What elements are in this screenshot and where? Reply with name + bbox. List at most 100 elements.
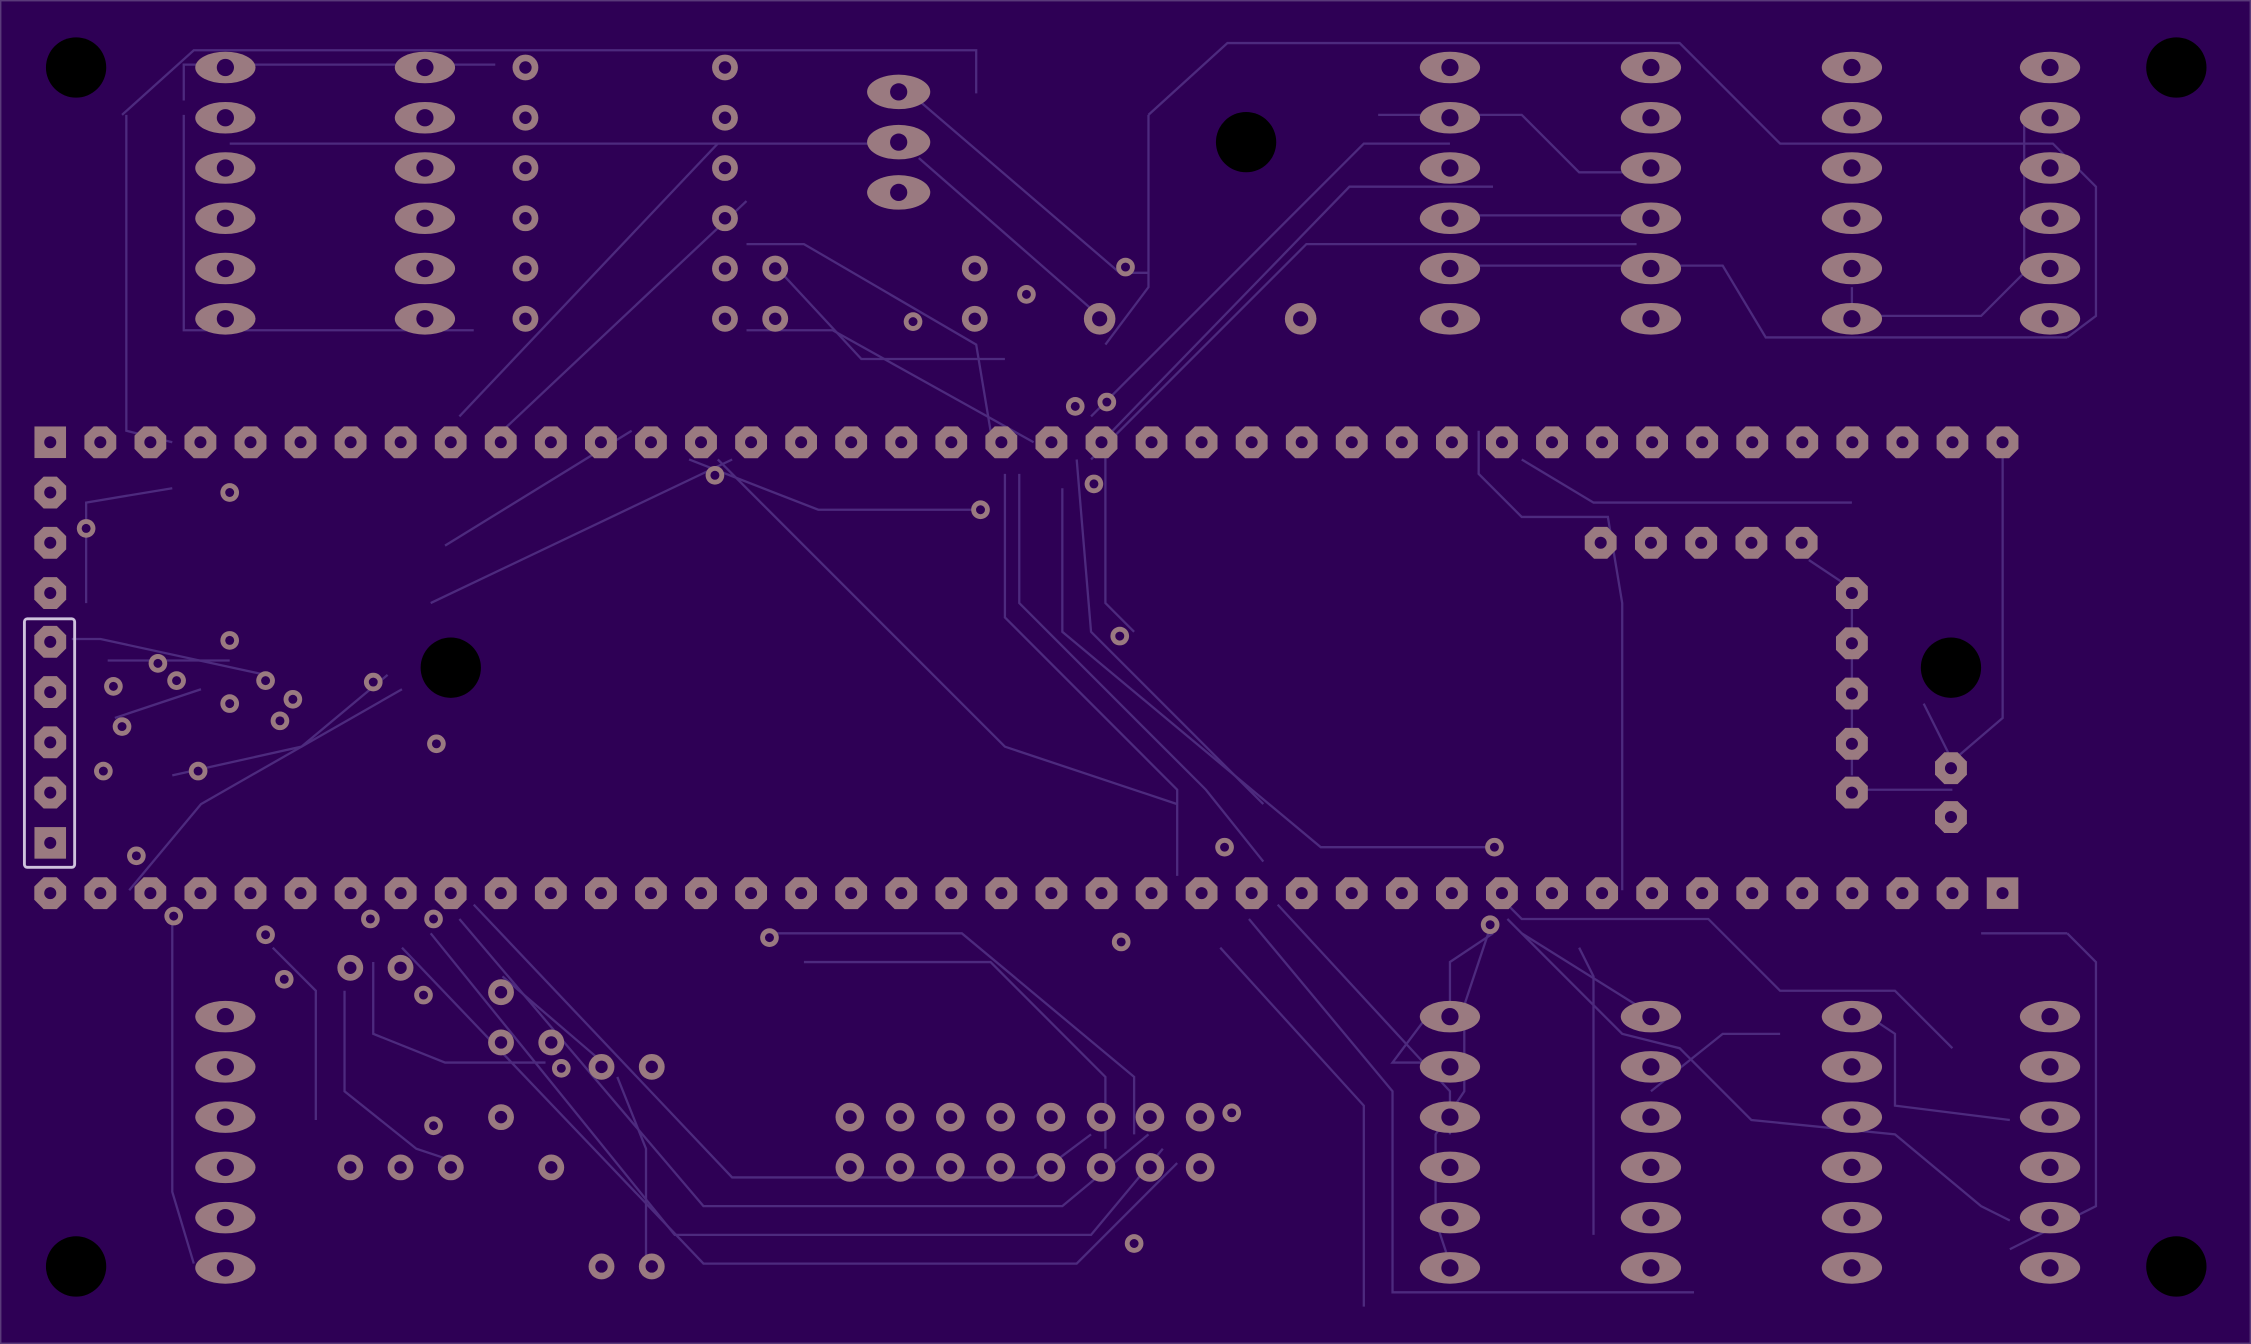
oval-pad xyxy=(1419,152,1481,184)
header-pin-drill xyxy=(1896,436,1909,449)
header-pin-pad xyxy=(234,426,267,459)
header-pin-drill xyxy=(1445,887,1458,900)
via-drill xyxy=(645,1060,658,1074)
header-pin-drill xyxy=(1996,436,2009,449)
via xyxy=(1086,1153,1116,1182)
header-pin-pad xyxy=(1936,426,1969,459)
header-pin-pad xyxy=(1736,877,1769,910)
header-pin-drill xyxy=(1295,887,1308,900)
oval-pad-drill xyxy=(416,58,434,77)
header-pin-drill xyxy=(44,486,57,499)
oval-pad-drill xyxy=(1843,1158,1861,1176)
header-pin-drill xyxy=(44,887,57,900)
oval-pad xyxy=(1821,1051,1883,1083)
via-drill xyxy=(645,1260,658,1273)
oval-pad-drill xyxy=(1843,1008,1861,1026)
via-drill xyxy=(519,161,532,175)
header-pin-drill xyxy=(1045,436,1058,449)
mounting-hole xyxy=(45,37,107,98)
oval-pad-drill xyxy=(2041,1108,2059,1126)
header-pin-pad xyxy=(34,726,67,759)
via-drill xyxy=(710,470,720,480)
header-pin-drill xyxy=(795,887,808,900)
via xyxy=(1116,257,1135,277)
header-pin-drill xyxy=(995,436,1008,449)
header-pin-drill xyxy=(1145,887,1158,900)
oval-pad xyxy=(1419,1101,1481,1133)
header-pin-pad xyxy=(1835,677,1868,710)
header-pin-pad xyxy=(785,877,817,910)
header-pin-drill xyxy=(1045,887,1058,900)
oval-pad-drill xyxy=(1843,1108,1861,1126)
header-pin-pad xyxy=(1986,426,2019,459)
oval-pad-drill xyxy=(416,310,434,328)
via-drill xyxy=(1489,842,1499,852)
via-drill xyxy=(261,930,271,940)
via xyxy=(1185,1153,1215,1182)
oval-pad-drill xyxy=(2041,310,2059,328)
header-pin-pad xyxy=(34,476,67,509)
via-drill xyxy=(1043,1160,1058,1175)
header-pin-drill xyxy=(44,635,57,648)
header-pin-drill xyxy=(494,887,507,900)
via xyxy=(551,1058,571,1078)
header-pin-drill xyxy=(1495,436,1508,449)
via-drill xyxy=(1092,311,1108,327)
header-pin-pad xyxy=(1536,426,1568,459)
header-pin-pad xyxy=(1436,426,1468,459)
header-pin-drill xyxy=(1846,436,1859,449)
header-pin-drill xyxy=(945,436,958,449)
via xyxy=(835,1153,865,1182)
header-pin-pad xyxy=(635,877,667,910)
oval-pad-drill xyxy=(2041,1008,2059,1026)
via xyxy=(76,519,96,538)
via-drill xyxy=(1021,289,1031,299)
header-pin-drill xyxy=(244,887,257,900)
header-pin-drill xyxy=(1946,436,1959,449)
oval-pad-drill xyxy=(1843,109,1861,127)
oval-pad-drill xyxy=(1642,1108,1660,1126)
header-pin-drill xyxy=(94,436,107,449)
oval-pad xyxy=(195,101,256,134)
header-pin-pad xyxy=(885,426,918,459)
via-drill xyxy=(1094,1160,1108,1175)
oval-pad xyxy=(1620,1151,1682,1184)
via xyxy=(283,689,303,709)
oval-pad xyxy=(1821,152,1883,184)
oval-pad-drill xyxy=(890,133,908,151)
oval-pad-drill xyxy=(1441,209,1459,227)
oval-pad-drill xyxy=(1441,1008,1459,1026)
header-pin-pad xyxy=(1385,426,1418,459)
via-drill xyxy=(968,312,981,325)
via xyxy=(1017,285,1036,304)
header-pin-pad xyxy=(84,426,117,459)
header-pin-drill xyxy=(1295,436,1308,449)
oval-pad xyxy=(1620,51,1682,84)
header-pin-pad xyxy=(284,426,317,459)
oval-pad-drill xyxy=(416,159,434,177)
oval-pad xyxy=(195,1252,256,1284)
header-pin-pad xyxy=(384,877,417,910)
oval-pad-drill xyxy=(1843,310,1861,328)
header-pin-drill xyxy=(1944,762,1957,775)
via xyxy=(588,1253,615,1280)
header-pin-drill xyxy=(1445,436,1458,449)
via xyxy=(1111,932,1131,952)
oval-pad xyxy=(2019,1101,2081,1133)
header-pin-pad xyxy=(34,676,67,709)
oval-pad-drill xyxy=(2041,58,2059,77)
oval-pad-drill xyxy=(2041,1259,2059,1277)
oval-pad-drill xyxy=(890,183,908,202)
via-drill xyxy=(394,1161,407,1174)
via-drill xyxy=(595,1060,608,1074)
header-pin-pad xyxy=(84,877,117,910)
via-drill xyxy=(993,1110,1008,1125)
oval-pad-drill xyxy=(216,1008,235,1026)
oval-pad-drill xyxy=(1441,1058,1459,1076)
via xyxy=(760,928,779,947)
oval-pad-drill xyxy=(1843,1209,1861,1227)
mounting-hole xyxy=(1215,112,1277,173)
oval-pad-drill xyxy=(890,83,908,101)
oval-pad-drill xyxy=(2041,1058,2059,1076)
oval-pad xyxy=(1419,1151,1481,1184)
